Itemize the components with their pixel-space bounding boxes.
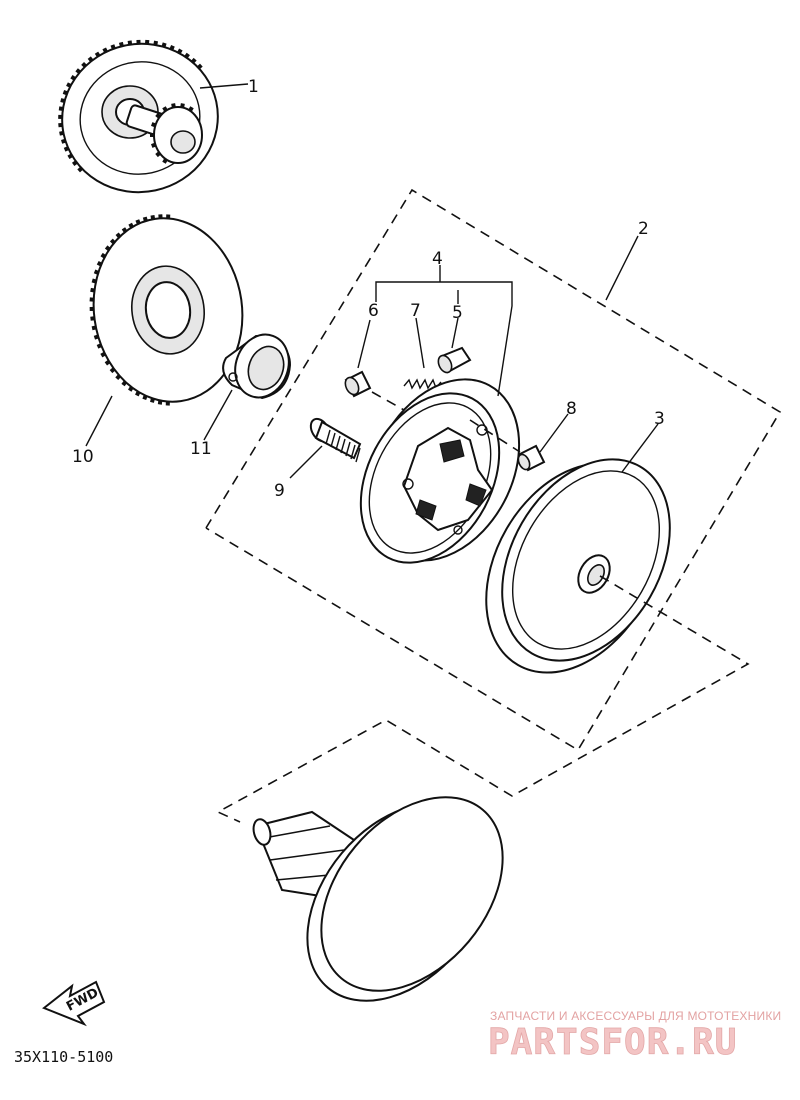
idler-gear-part-1 bbox=[58, 39, 219, 194]
callout-1: 1 bbox=[248, 77, 259, 97]
spring-part-7 bbox=[403, 378, 442, 390]
callout-9: 9 bbox=[274, 481, 285, 501]
diagram-code: 35X110-5100 bbox=[14, 1048, 113, 1066]
screw-part-9 bbox=[309, 417, 362, 463]
callout-labels: 1 2 3 4 5 6 7 8 9 10 11 bbox=[72, 77, 665, 501]
callout-3: 3 bbox=[654, 409, 665, 429]
plunger-part-5 bbox=[437, 346, 472, 374]
roller-part-6 bbox=[344, 370, 372, 398]
callout-4: 4 bbox=[432, 249, 443, 269]
bushing-part-11 bbox=[222, 333, 292, 400]
screw-thread bbox=[335, 435, 341, 451]
callout-10: 10 bbox=[72, 447, 94, 467]
callout-2: 2 bbox=[638, 219, 649, 239]
screw-thread bbox=[340, 438, 346, 454]
callout-11: 11 bbox=[190, 439, 212, 459]
watermark-brand: PARTSFOR.RU bbox=[488, 1022, 737, 1063]
screw-thread bbox=[345, 441, 351, 457]
callout-5: 5 bbox=[452, 303, 463, 323]
callout-8: 8 bbox=[566, 399, 577, 419]
screw-thread bbox=[325, 429, 331, 445]
crankshaft-rotor bbox=[252, 796, 504, 1002]
screw-thread bbox=[350, 444, 356, 460]
starter-clutch-body bbox=[359, 378, 521, 564]
wheel-gear-part-10 bbox=[89, 214, 244, 406]
watermark: ЗАПЧАСТИ И АКСЕССУАРЫ ДЛЯ МОТОТЕХНИКИ PA… bbox=[488, 1009, 782, 1063]
callout-7: 7 bbox=[410, 301, 421, 321]
pin-part-8 bbox=[517, 444, 546, 472]
leader-lines bbox=[85, 83, 659, 479]
screw-thread bbox=[355, 447, 361, 463]
clutch-gear-part-3 bbox=[485, 458, 671, 674]
fwd-arrow-icon: FWD bbox=[42, 980, 106, 1027]
starter-clutch-assembly-outline-2 bbox=[205, 188, 782, 752]
callout-6: 6 bbox=[368, 301, 379, 321]
center-lines bbox=[216, 391, 750, 823]
watermark-caption: ЗАПЧАСТИ И АКСЕССУАРЫ ДЛЯ МОТОТЕХНИКИ bbox=[490, 1009, 781, 1023]
screw-thread bbox=[330, 432, 336, 448]
